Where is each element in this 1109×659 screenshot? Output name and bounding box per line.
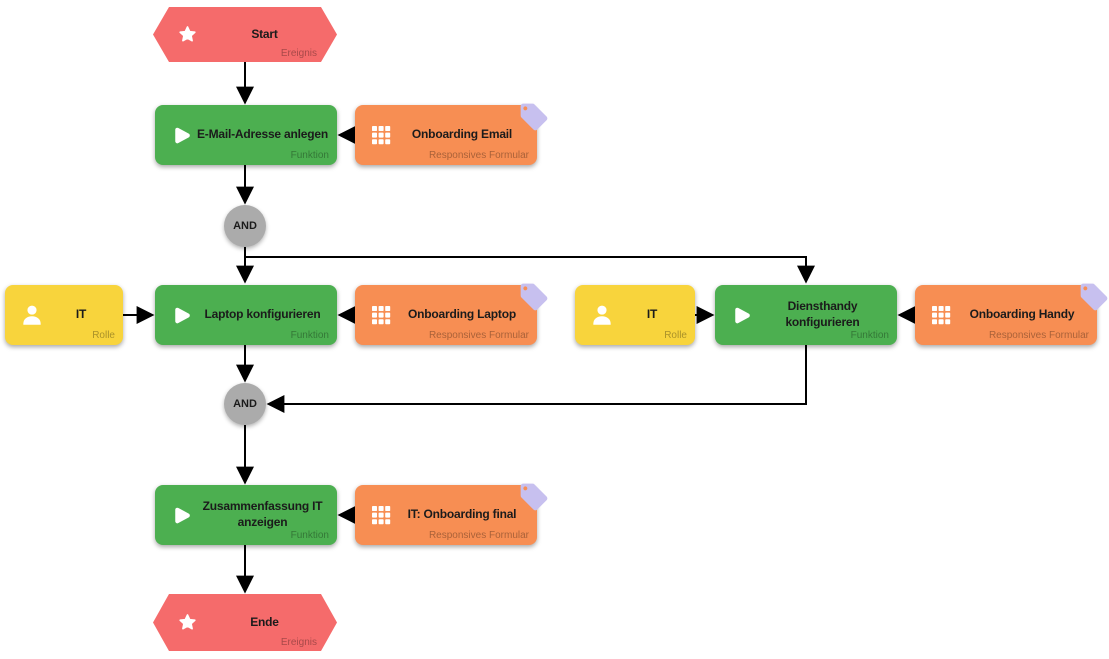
node-label: IT xyxy=(646,307,658,322)
node-role-it-handy[interactable]: IT Rolle xyxy=(575,285,695,345)
gateway-label: AND xyxy=(233,398,257,410)
connector-handy-to-and2 xyxy=(266,345,807,413)
node-form-handy[interactable]: Onboarding Handy Responsives Formular xyxy=(915,283,1108,345)
node-function-email[interactable]: E-Mail-Adresse anlegen Funktion xyxy=(155,105,337,165)
play-icon xyxy=(169,303,194,328)
play-icon xyxy=(169,123,194,148)
node-label: E-Mail-Adresse anlegen xyxy=(197,127,328,142)
node-label: Zusammenfassung IT anzeigen xyxy=(202,499,323,529)
node-type-label: Rolle xyxy=(92,330,115,341)
star-icon xyxy=(177,24,198,45)
node-end-event[interactable]: Ende Ereignis xyxy=(153,594,337,651)
tag-icon xyxy=(517,101,551,133)
grid-icon xyxy=(369,303,393,327)
node-form-summary[interactable]: IT: Onboarding final Responsives Formula… xyxy=(355,483,548,545)
grid-icon xyxy=(369,123,393,147)
gateway-label: AND xyxy=(233,220,257,232)
tag-icon xyxy=(517,481,551,513)
node-label: Ende xyxy=(250,614,279,629)
node-label: IT: Onboarding final xyxy=(407,507,517,522)
node-label: Laptop konfigurieren xyxy=(204,307,321,322)
gateway-and-split[interactable]: AND xyxy=(224,205,266,247)
node-type-label: Responsives Formular xyxy=(428,150,529,161)
node-label: Onboarding Handy xyxy=(969,307,1075,322)
play-icon xyxy=(169,503,194,528)
node-function-handy[interactable]: Diensthandy konfigurieren Funktion xyxy=(715,285,897,345)
gateway-and-join[interactable]: AND xyxy=(224,383,266,425)
node-type-label: Rolle xyxy=(664,330,687,341)
node-type-label: Funktion xyxy=(290,530,329,541)
node-label: Onboarding Email xyxy=(411,127,513,142)
node-label: Diensthandy konfigurieren xyxy=(785,299,860,329)
node-type-label: Ereignis xyxy=(280,48,317,59)
node-form-email[interactable]: Onboarding Email Responsives Formular xyxy=(355,103,548,165)
node-type-label: Responsives Formular xyxy=(988,330,1089,341)
person-icon xyxy=(589,302,615,328)
node-type-label: Responsives Formular xyxy=(428,330,529,341)
node-label: Onboarding Laptop xyxy=(408,307,516,322)
node-function-summary[interactable]: Zusammenfassung IT anzeigen Funktion xyxy=(155,485,337,545)
node-function-laptop[interactable]: Laptop konfigurieren Funktion xyxy=(155,285,337,345)
grid-icon xyxy=(929,303,953,327)
node-start-event[interactable]: Start Ereignis xyxy=(153,7,337,62)
connector-and1-to-handy xyxy=(245,256,815,284)
node-type-label: Funktion xyxy=(290,330,329,341)
tag-icon xyxy=(1077,281,1109,313)
grid-icon xyxy=(369,503,393,527)
star-icon xyxy=(177,612,198,633)
node-type-label: Ereignis xyxy=(280,637,317,648)
node-type-label: Funktion xyxy=(290,150,329,161)
node-label: Start xyxy=(251,26,278,41)
node-label: IT xyxy=(75,307,87,322)
person-icon xyxy=(19,302,45,328)
node-type-label: Funktion xyxy=(850,330,889,341)
node-form-laptop[interactable]: Onboarding Laptop Responsives Formular xyxy=(355,283,548,345)
node-role-it-laptop[interactable]: IT Rolle xyxy=(5,285,123,345)
tag-icon xyxy=(517,281,551,313)
node-type-label: Responsives Formular xyxy=(428,530,529,541)
play-icon xyxy=(729,303,754,328)
